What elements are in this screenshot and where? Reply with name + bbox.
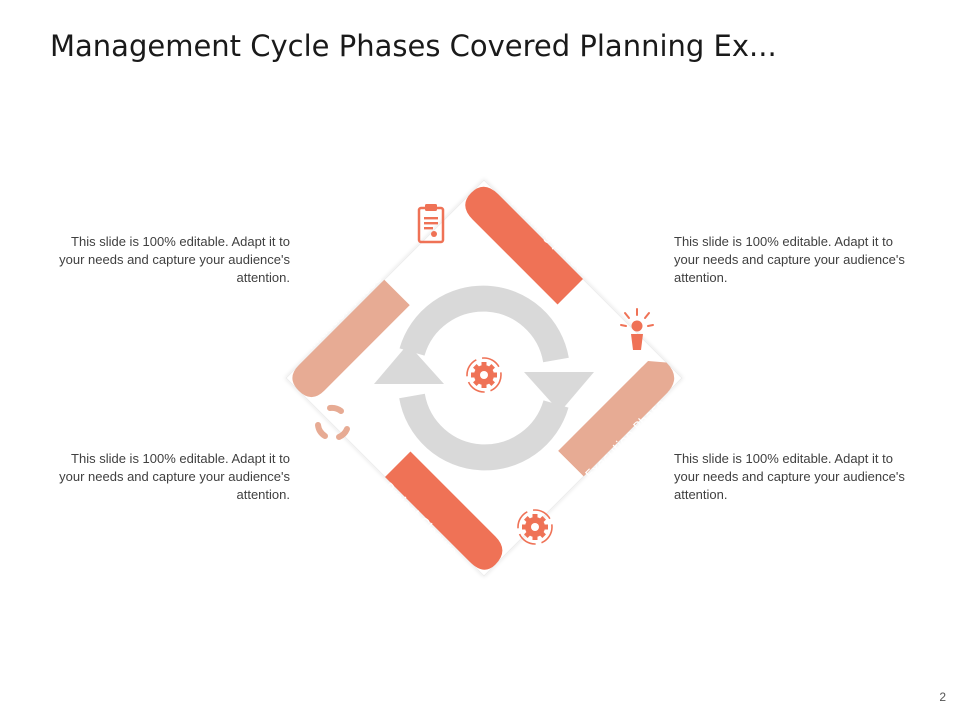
initiation-phase-bar <box>465 186 583 305</box>
description-bottom-left: This slide is 100% editable. Adapt it to… <box>59 451 290 502</box>
planning-phase-bar-shape <box>558 361 675 477</box>
description-top-right: This slide is 100% editable. Adapt it to… <box>674 234 905 285</box>
description-bottom-right: This slide is 100% editable. Adapt it to… <box>674 451 905 502</box>
description-top-left: This slide is 100% editable. Adapt it to… <box>59 234 290 285</box>
gear-cycle-icon <box>466 357 502 393</box>
gear-cycle-icon <box>517 509 553 545</box>
cycle-arrowhead-left <box>374 344 444 384</box>
execution-phase-bar <box>385 451 503 570</box>
cycle-arrowhead-right <box>524 372 594 412</box>
clipboard-icon <box>417 204 445 244</box>
cycle-arrows-icon <box>399 285 569 471</box>
refresh-pieces-icon <box>315 404 350 440</box>
slide-title: Management Cycle Phases Covered Planning… <box>50 29 777 63</box>
project-closure-bar <box>292 279 410 398</box>
person-idea-icon <box>620 308 654 350</box>
page-number: 2 <box>939 690 946 704</box>
